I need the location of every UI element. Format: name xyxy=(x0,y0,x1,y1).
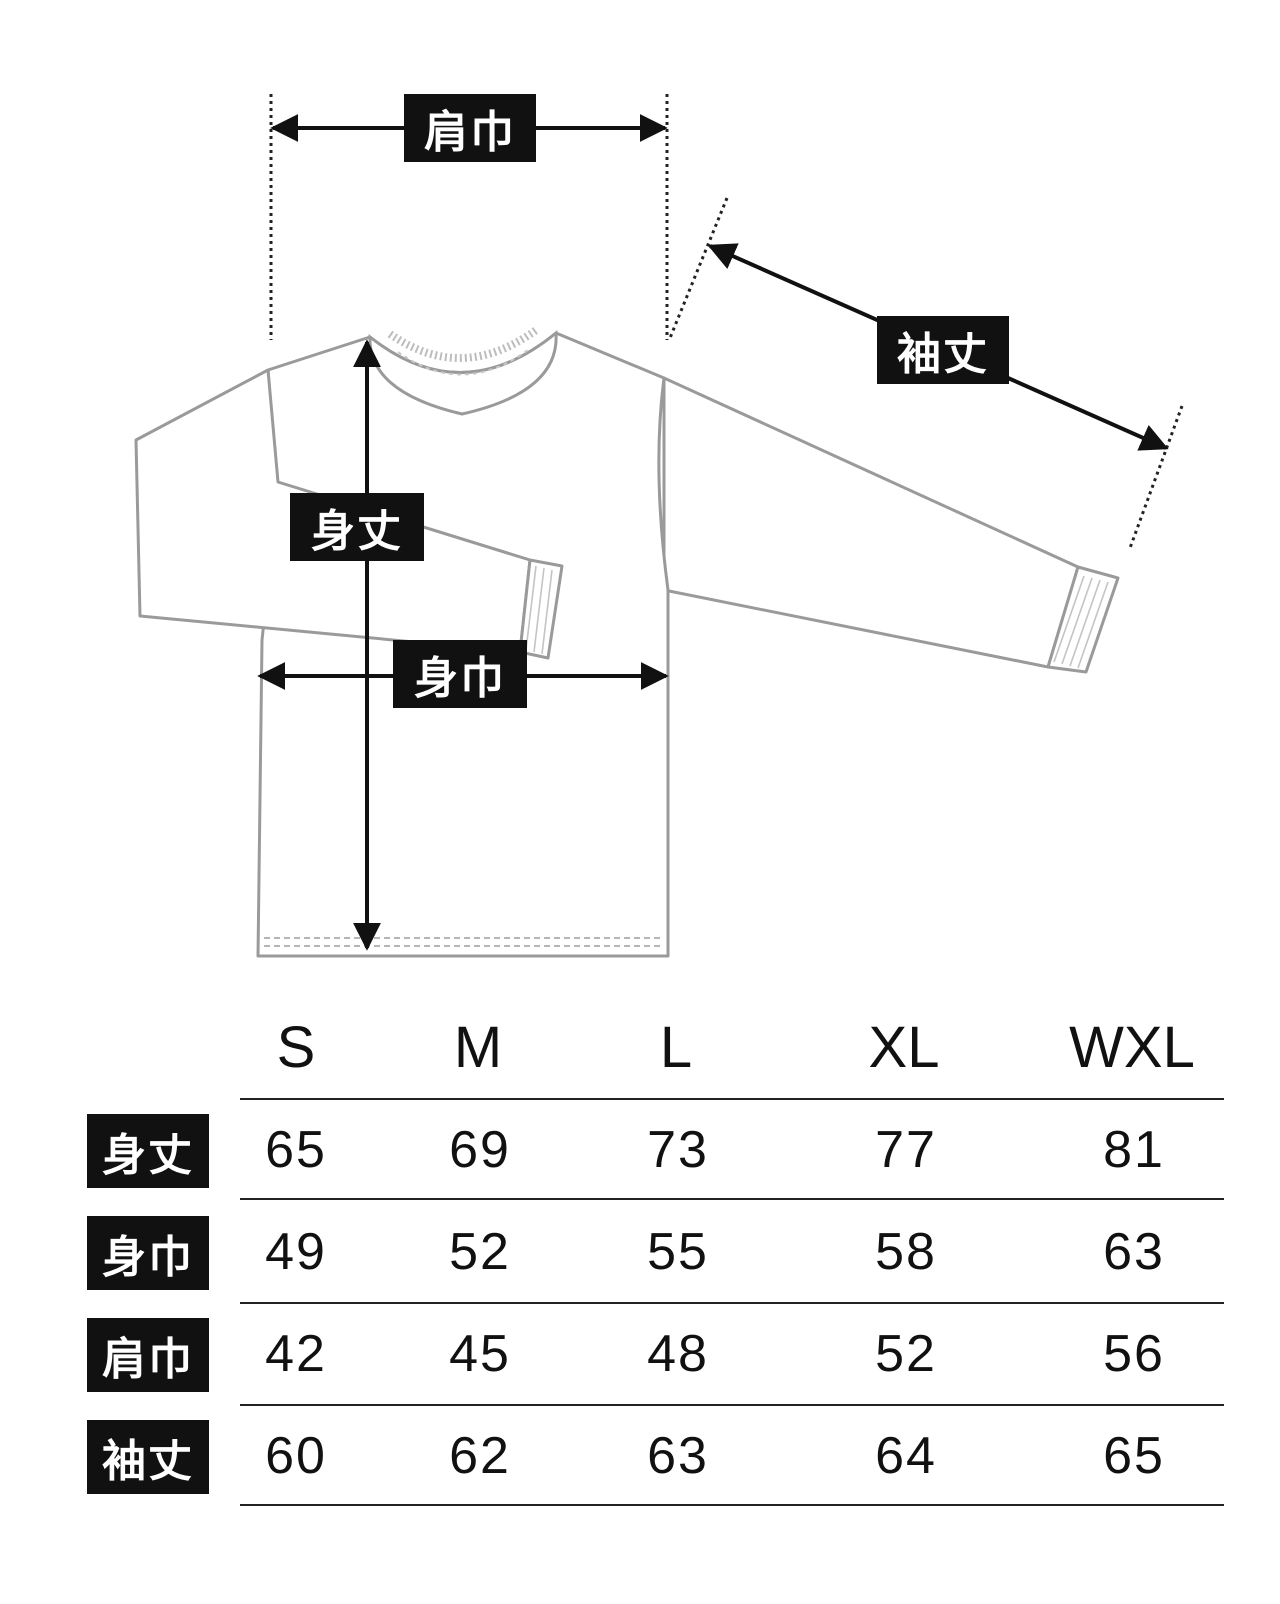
hem-stitching xyxy=(264,937,664,947)
column-header-wxl: WXL xyxy=(1069,1015,1195,1080)
table-cell: 48 xyxy=(647,1325,709,1383)
column-header-s: S xyxy=(276,1015,316,1080)
collar xyxy=(368,326,558,416)
table-cell: 52 xyxy=(875,1325,937,1383)
table-cell: 73 xyxy=(647,1121,709,1179)
table-divider xyxy=(240,1198,1224,1200)
table-cell: 56 xyxy=(1103,1325,1165,1383)
row-label-sleeve-length: 袖丈 xyxy=(87,1420,209,1494)
body-length-label: 身丈 xyxy=(290,493,424,561)
table-cell: 65 xyxy=(265,1121,327,1179)
guide-lines xyxy=(269,94,1184,549)
body-width-label: 身巾 xyxy=(393,640,527,708)
sleeve-length-label: 袖丈 xyxy=(877,316,1009,384)
table-divider xyxy=(240,1404,1224,1406)
table-cell: 60 xyxy=(265,1427,327,1485)
table-cell: 62 xyxy=(449,1427,511,1485)
table-cell: 69 xyxy=(449,1121,511,1179)
table-divider xyxy=(240,1504,1224,1506)
table-cell: 45 xyxy=(449,1325,511,1383)
column-header-l: L xyxy=(659,1015,693,1080)
cuff-ribbing xyxy=(525,565,1109,669)
table-cell: 65 xyxy=(1103,1427,1165,1485)
table-divider xyxy=(240,1302,1224,1304)
row-label-body-width: 身巾 xyxy=(87,1216,209,1290)
column-header-m: M xyxy=(453,1015,503,1080)
table-cell: 58 xyxy=(875,1223,937,1281)
table-cell: 52 xyxy=(449,1223,511,1281)
table-divider xyxy=(240,1098,1224,1100)
table-cell: 49 xyxy=(265,1223,327,1281)
table-cell: 42 xyxy=(265,1325,327,1383)
shoulder-width-label: 肩巾 xyxy=(404,94,536,162)
shirt-outline xyxy=(134,331,1120,958)
row-label-body-length: 身丈 xyxy=(87,1114,209,1188)
table-cell: 77 xyxy=(875,1121,937,1179)
garment-diagram xyxy=(134,94,1184,958)
table-cell: 55 xyxy=(647,1223,709,1281)
table-cell: 63 xyxy=(647,1427,709,1485)
row-label-shoulder-width: 肩巾 xyxy=(87,1318,209,1392)
column-header-xl: XL xyxy=(868,1015,940,1080)
table-cell: 64 xyxy=(875,1427,937,1485)
table-cell: 63 xyxy=(1103,1223,1165,1281)
table-cell: 81 xyxy=(1103,1121,1165,1179)
